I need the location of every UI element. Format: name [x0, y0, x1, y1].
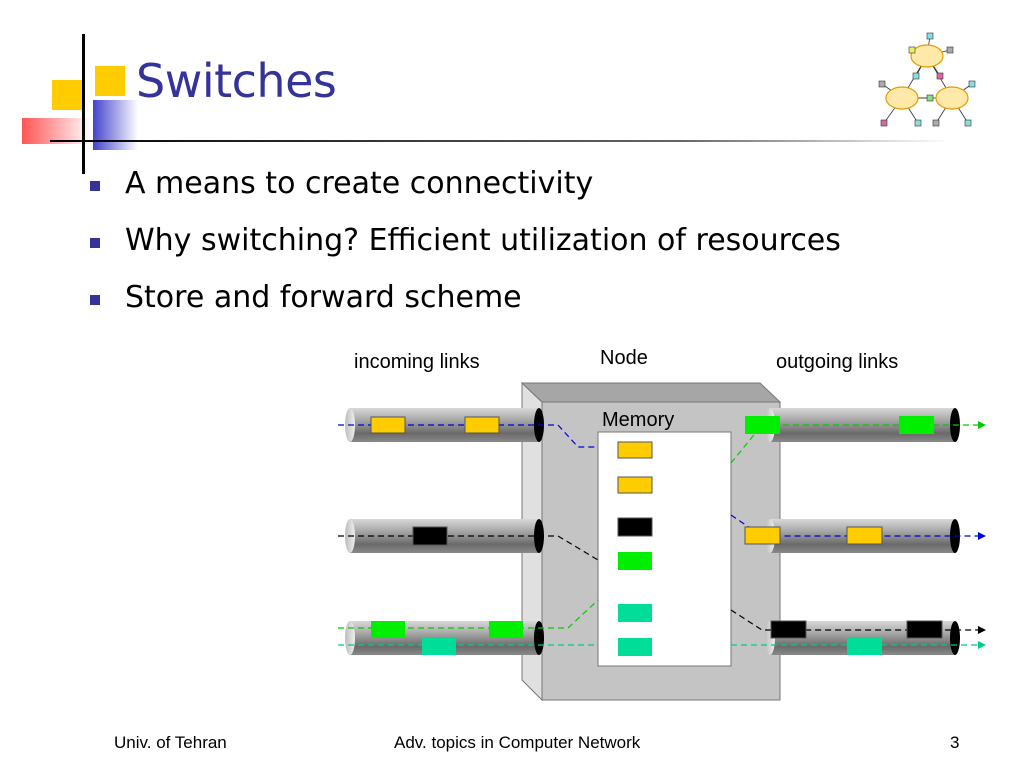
bullet-list: A means to create connectivity Why switc… — [88, 161, 841, 332]
bullet-square-icon — [90, 181, 100, 191]
packet — [745, 416, 780, 434]
packet — [847, 638, 882, 655]
memory-packet — [618, 604, 652, 622]
incoming-flow-line — [338, 424, 598, 448]
footer-institution: Univ. of Tehran — [114, 733, 227, 752]
bullet-text: A means to create connectivity — [125, 166, 594, 201]
packet — [371, 621, 405, 638]
slide-title: Switches — [136, 54, 337, 108]
memory-packet — [618, 552, 652, 570]
packet — [906, 620, 943, 639]
bullet-item: Why switching? Efficient utilization of … — [88, 218, 841, 275]
packet — [412, 526, 448, 546]
incoming-flow-line — [338, 535, 599, 561]
node-label: Node — [600, 347, 648, 369]
memory-label: Memory — [602, 409, 674, 431]
memory-packet — [618, 638, 652, 656]
bullet-item: A means to create connectivity — [88, 161, 841, 218]
packet — [370, 416, 406, 434]
corner-decoration — [22, 34, 950, 174]
bullet-text: Store and forward scheme — [125, 280, 522, 315]
packet — [846, 526, 883, 545]
packet — [464, 416, 500, 434]
bullet-text: Why switching? Efficient utilization of … — [125, 223, 841, 258]
bullet-square-icon — [90, 295, 100, 305]
incoming-links-label: incoming links — [354, 351, 480, 373]
packet — [744, 526, 781, 545]
incoming-flow-line — [338, 599, 599, 629]
outgoing-links-label: outgoing links — [776, 351, 898, 373]
outgoing-flow-line — [730, 609, 978, 631]
page-number: 3 — [950, 733, 960, 752]
bullet-square-icon — [90, 238, 100, 248]
footer-course: Adv. topics in Computer Network — [394, 733, 641, 752]
memory-packet — [617, 517, 653, 537]
packet — [422, 638, 456, 655]
memory-panel — [597, 431, 732, 667]
packet — [899, 416, 934, 434]
packet — [770, 620, 807, 639]
arrow-head-icon — [978, 421, 986, 649]
outgoing-flow-line — [730, 514, 978, 537]
bullet-item: Store and forward scheme — [88, 275, 841, 332]
network-clouds-icon — [878, 32, 976, 127]
memory-packet — [617, 476, 653, 494]
packet — [489, 621, 523, 638]
memory-packet — [617, 441, 653, 459]
